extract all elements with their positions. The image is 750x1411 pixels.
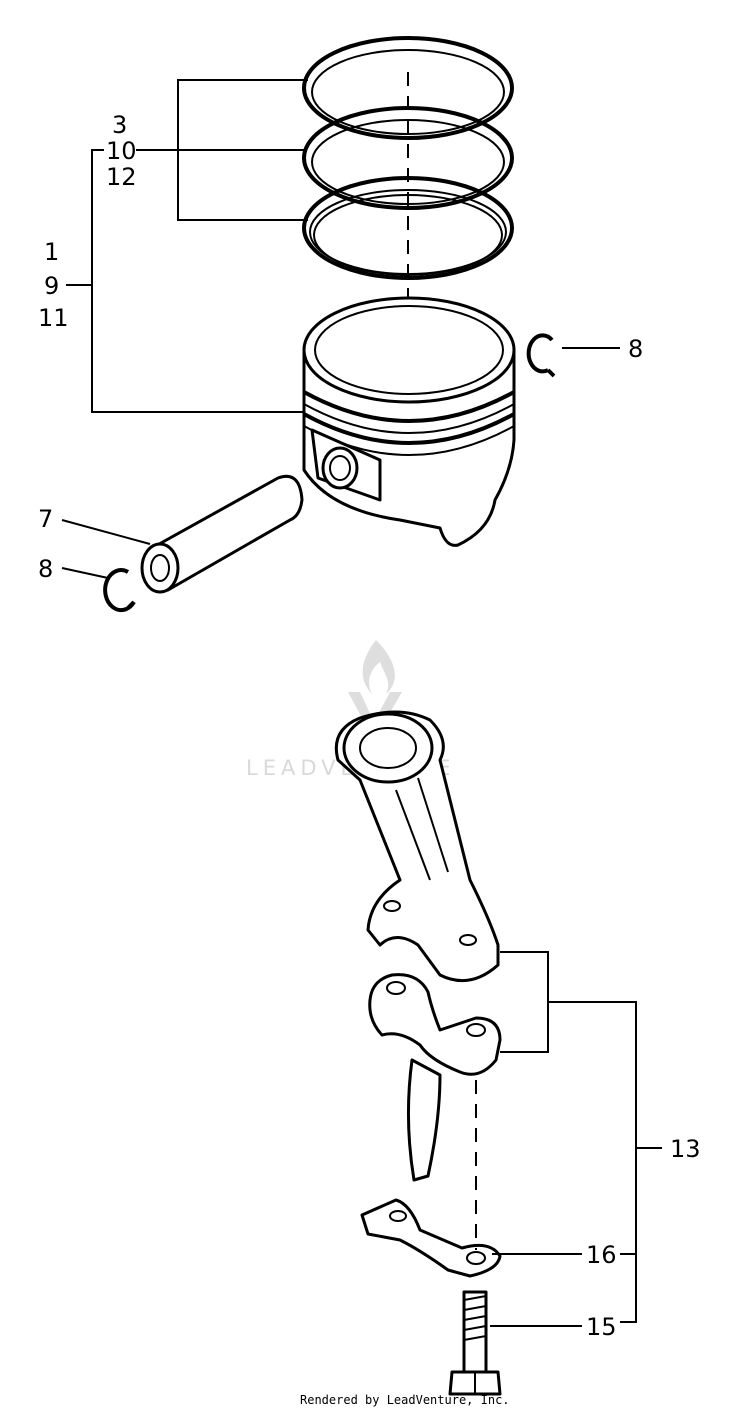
callout-rings-3: 3 xyxy=(112,111,127,139)
callout-rings-10: 10 xyxy=(106,137,137,165)
callouts: 3 10 12 1 9 11 8 7 8 13 16 15 xyxy=(38,111,701,1341)
callout-wrist-pin: 7 xyxy=(38,505,53,533)
piston xyxy=(302,296,516,547)
callout-lock-plate: 16 xyxy=(586,1241,617,1269)
callout-rod-assembly: 13 xyxy=(670,1135,701,1163)
connecting-rod xyxy=(334,710,500,983)
piston-rings xyxy=(302,36,514,355)
snap-clip-right xyxy=(526,333,556,378)
flame-v-logo-icon xyxy=(348,640,402,740)
leader-lines xyxy=(61,79,662,1327)
callout-piston-9: 9 xyxy=(44,272,59,300)
callout-piston-11: 11 xyxy=(38,304,69,332)
rod-cap xyxy=(368,973,502,1182)
rod-bolt xyxy=(448,1290,502,1396)
callout-piston-1: 1 xyxy=(44,238,59,266)
footer-credit: Rendered by LeadVenture, Inc. xyxy=(300,1393,510,1407)
snap-clip-left xyxy=(103,568,136,613)
lock-plate xyxy=(360,1198,502,1278)
callout-rings-12: 12 xyxy=(106,163,137,191)
wrist-pin xyxy=(140,474,304,594)
callout-rod-bolt: 15 xyxy=(586,1313,617,1341)
callout-snap-clip-right: 8 xyxy=(628,335,643,363)
callout-snap-clip-left: 8 xyxy=(38,555,53,583)
